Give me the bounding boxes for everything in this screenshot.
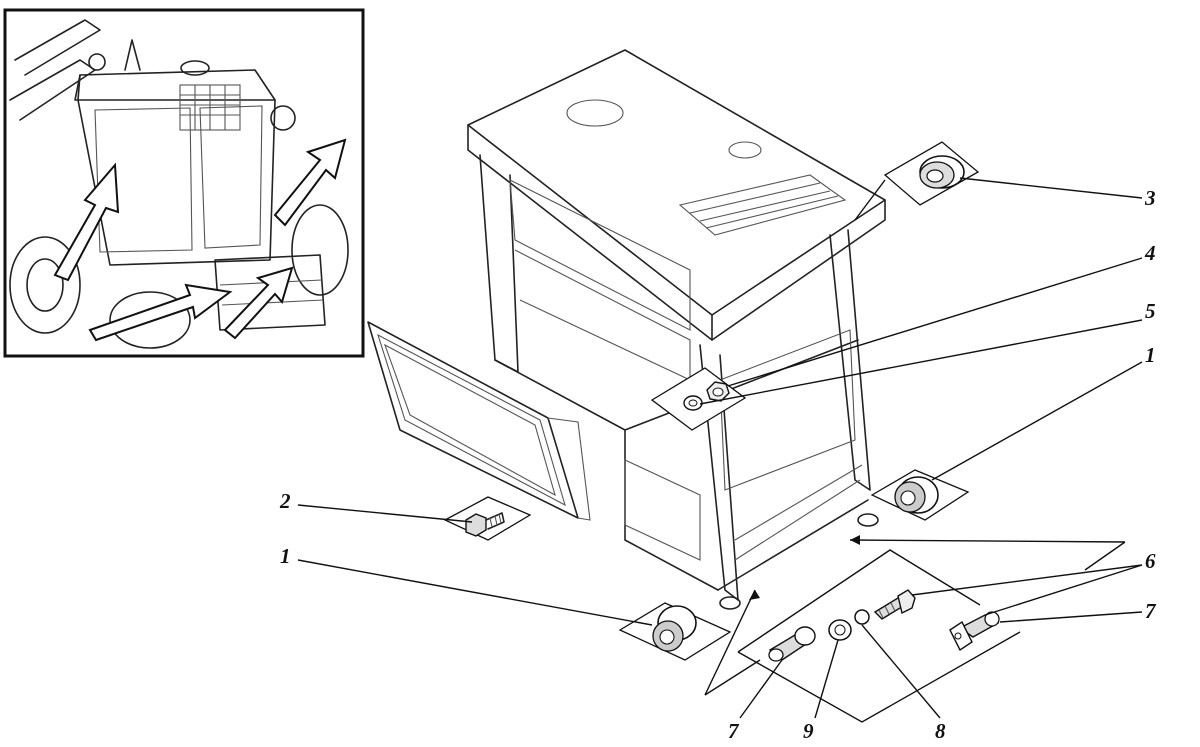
callout-1-left: 1 xyxy=(280,544,291,568)
callout-3: 3 xyxy=(1144,186,1156,210)
inset-machine-view xyxy=(3,8,365,358)
callout-4: 4 xyxy=(1144,241,1156,265)
part-bushing-right: 1 xyxy=(870,343,1156,521)
callout-9: 9 xyxy=(803,719,814,743)
part-rubber-bushing-top: 3 xyxy=(854,141,1156,221)
cab-frame xyxy=(467,49,886,610)
part-bolt: 2 xyxy=(279,489,532,541)
callout-2: 2 xyxy=(279,489,291,513)
part-pin-assembly: 6 7 7 9 8 xyxy=(704,535,1157,743)
callout-6: 6 xyxy=(1145,549,1156,573)
callout-1-right: 1 xyxy=(1145,343,1156,367)
part-nut-washer-group: 4 5 xyxy=(650,241,1156,431)
part-bushing-left: 1 xyxy=(280,544,732,661)
callout-7-right: 7 xyxy=(1145,599,1157,623)
callout-7-bottom: 7 xyxy=(728,719,740,743)
callout-5: 5 xyxy=(1145,299,1156,323)
door-panel xyxy=(367,321,591,521)
callout-8: 8 xyxy=(935,719,946,743)
